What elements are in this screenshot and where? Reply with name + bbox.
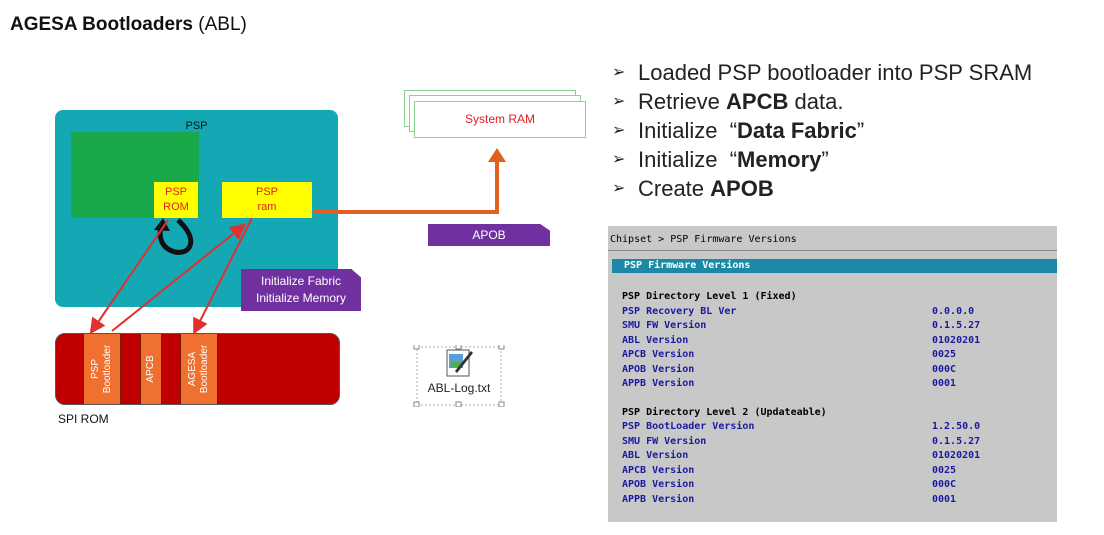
fw-version-row[interactable]: APOB Version 000C (622, 479, 1042, 493)
fw-version-row[interactable]: PSP BootLoader Version 1.2.50.0 (622, 421, 1042, 435)
fw-version-row[interactable]: SMU FW Version 0.1.5.27 (622, 436, 1042, 450)
bullet-arrow-icon: ➢ (612, 93, 626, 110)
arrow-spi-to-ram (111, 223, 247, 332)
fw-version-name: APOB Version (622, 363, 695, 375)
fw-version-value: 000C (932, 363, 957, 375)
fw-version-name: SMU FW Version (622, 320, 707, 331)
fw-version-row[interactable]: SMU FW Version 0.1.5.27 (622, 320, 1042, 334)
fw-version-value: 0025 (932, 464, 957, 476)
file-selection-frame (413, 343, 505, 408)
fw-version-name: APCB Version (622, 464, 695, 476)
abl-log-file-label: ABL-Log.txt (427, 381, 491, 395)
fw-version-name: APPB Version (622, 493, 695, 505)
fw-version-name: ABL Version (622, 450, 689, 461)
bullet-arrow-icon: ➢ (612, 151, 626, 168)
bullet-item: ➢Initialize “Memory” (612, 147, 829, 172)
fw-version-value: 0.0.0.0 (932, 305, 975, 317)
rom-loop-arrow (157, 218, 194, 255)
fw-version-name: SMU FW Version (622, 435, 707, 447)
bullet-item: ➢Initialize “Data Fabric” (612, 118, 865, 143)
fw-version-row[interactable]: APCB Version 0025 (622, 349, 1042, 363)
fw-section-heading: PSP Directory Level 1 (Fixed) (622, 291, 797, 302)
page-title: AGESA Bootloaders (ABL) (10, 14, 247, 35)
diagram-arrows (89, 148, 506, 335)
fw-version-name: APCB Version (622, 349, 695, 360)
fw-version-name: PSP BootLoader Version (622, 421, 755, 432)
fw-version-value: 0025 (932, 349, 957, 360)
psp-label: PSP (185, 120, 208, 132)
fw-version-row[interactable]: APPB Version 0001 (622, 378, 1042, 392)
fw-breadcrumb: Chipset > PSP Firmware Versions (608, 230, 1057, 251)
bullet-item: ➢Loaded PSP bootloader into PSP SRAM (612, 60, 1033, 85)
fw-version-row[interactable]: APCB Version 0025 (622, 465, 1042, 479)
fw-version-name: PSP Recovery BL Ver (622, 305, 737, 317)
fw-version-row[interactable]: ABL Version 01020201 (622, 335, 1042, 349)
bullet-arrow-icon: ➢ (612, 180, 626, 197)
fw-section-heading: PSP Directory Level 2 (Updateable) (622, 406, 827, 418)
notepad-icon (446, 349, 473, 377)
fw-version-value: 0001 (932, 378, 957, 389)
fw-version-value: 01020201 (932, 450, 981, 461)
fw-version-value: 0.1.5.27 (932, 435, 981, 447)
fw-version-row[interactable]: APOB Version 000C (622, 364, 1042, 378)
fw-version-row[interactable]: ABL Version 01020201 (622, 450, 1042, 464)
arrow-ram-to-apcb (193, 217, 253, 335)
fw-version-name: APOB Version (622, 479, 695, 490)
fw-version-row[interactable]: PSP Recovery BL Ver 0.0.0.0 (622, 306, 1042, 320)
bullet-item: ➢Create APOB (612, 176, 774, 201)
fw-version-value: 01020201 (932, 334, 981, 346)
fw-title-bar[interactable]: PSP Firmware Versions (612, 259, 1057, 273)
arrow-system-ram-head (488, 148, 506, 162)
arrow-rom-to-spi (89, 219, 169, 335)
bullet-arrow-icon: ➢ (612, 122, 626, 139)
arrow-ram-to-system-ram (314, 160, 499, 214)
fw-version-value: 000C (932, 479, 957, 490)
fw-version-name: ABL Version (622, 334, 689, 346)
fw-version-name: APPB Version (622, 378, 695, 389)
system-ram-box: System RAM (414, 101, 586, 138)
bullet-arrow-icon: ➢ (612, 64, 626, 81)
fw-version-value: 1.2.50.0 (932, 421, 981, 432)
abl-log-file[interactable] (413, 343, 505, 408)
fw-version-value: 0001 (932, 493, 957, 505)
rom-loop-arrowhead (154, 218, 170, 231)
fw-version-row[interactable]: APPB Version 0001 (622, 494, 1042, 508)
fw-version-value: 0.1.5.27 (932, 320, 981, 331)
bullet-list: ➢Loaded PSP bootloader into PSP SRAM ➢Ret… (612, 58, 1032, 203)
spi-segment-apcb: APCB (140, 334, 162, 404)
bullet-item: ➢Retrieve APCB data. (612, 89, 844, 114)
apob-box: APOB (428, 224, 550, 246)
psp-firmware-screen: Chipset > PSP Firmware Versions PSP Firm… (608, 226, 1057, 522)
spi-rom-label: SPI ROM (58, 412, 109, 426)
